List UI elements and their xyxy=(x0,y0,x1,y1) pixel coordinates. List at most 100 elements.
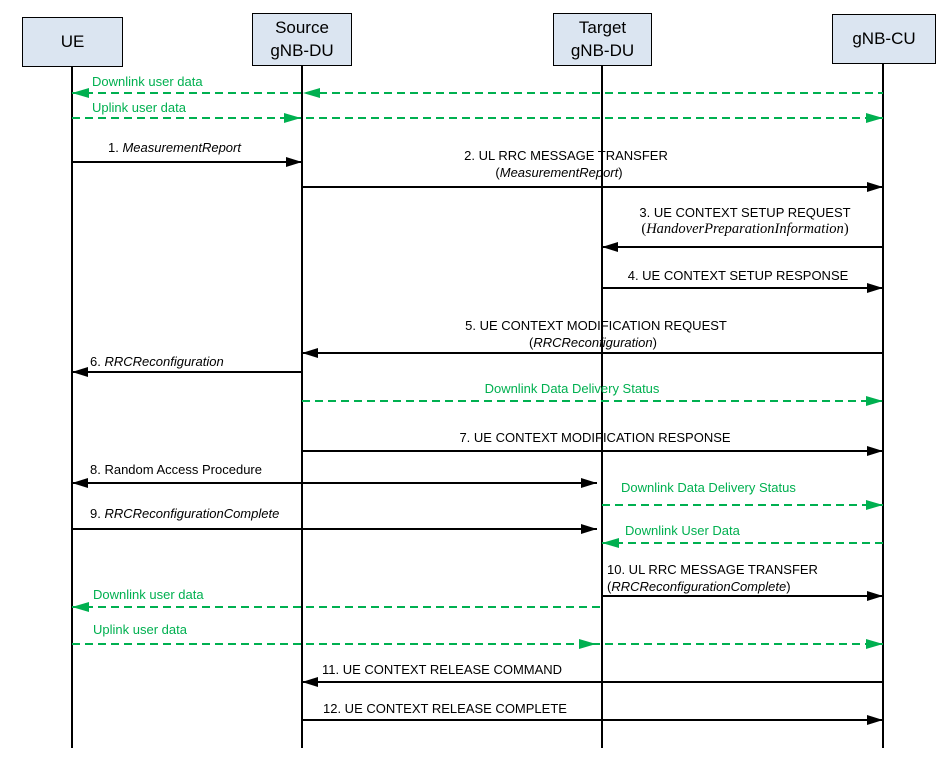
message-text: ( xyxy=(495,165,500,180)
message-line-1-measurement-report xyxy=(72,161,302,163)
message-label-12-ue-context-release-complete: 12. UE CONTEXT RELEASE COMPLETE xyxy=(323,701,567,716)
lifeline-source-gnb-du xyxy=(301,66,303,748)
message-name-italic: MeasurementReport xyxy=(499,165,619,180)
message-text: Downlink User Data xyxy=(625,523,740,538)
message-text: 8. Random Access Procedure xyxy=(90,462,262,477)
arrowhead-icon xyxy=(866,499,883,510)
message-label-downlink-data-delivery-status-2: Downlink Data Delivery Status xyxy=(621,480,796,495)
message-label-2-ul-rrc-message-transfer-param: (MeasurementReport) xyxy=(495,165,622,180)
message-text: Downlink Data Delivery Status xyxy=(621,480,796,495)
message-text: 4. UE CONTEXT SETUP RESPONSE xyxy=(627,268,849,283)
arrowhead-icon xyxy=(284,112,301,123)
arrowhead-icon xyxy=(72,366,88,377)
message-text: Downlink user data xyxy=(93,587,204,602)
message-line-2-ul-rrc-message-transfer xyxy=(302,186,883,188)
message-line-9-rrc-reconfiguration-complete xyxy=(72,528,597,530)
message-label-10-ul-rrc-message-transfer-param: (RRCReconfigurationComplete) xyxy=(607,579,791,594)
message-label-uplink-user-data-bottom: Uplink user data xyxy=(93,622,187,637)
message-text: ) xyxy=(618,165,623,180)
arrowhead-icon xyxy=(867,714,883,725)
message-label-8-random-access-procedure: 8. Random Access Procedure xyxy=(90,462,262,477)
actor-box-gnb-cu: gNB-CU xyxy=(832,14,936,64)
message-line-downlink-data-delivery-status-2 xyxy=(602,504,883,506)
message-label-1-measurement-report: 1. MeasurementReport xyxy=(108,140,241,155)
message-line-6-rrc-reconfiguration xyxy=(72,371,302,373)
actor-label: Source xyxy=(275,18,329,38)
message-label-4-ue-context-setup-response: 4. UE CONTEXT SETUP RESPONSE xyxy=(628,268,849,283)
message-line-downlink-data-delivery-status-1 xyxy=(302,400,883,402)
message-line-11-ue-context-release-command xyxy=(302,681,883,683)
message-name-italic: HandoverPreparationInformation xyxy=(646,221,844,237)
arrowhead-icon xyxy=(602,537,619,548)
message-line-12-ue-context-release-complete xyxy=(302,719,883,721)
message-name-italic: RRCReconfigurationComplete xyxy=(611,579,787,594)
message-line-7-ue-context-modification-response xyxy=(302,450,883,452)
actor-label: gNB-DU xyxy=(270,40,334,60)
arrowhead-icon xyxy=(72,601,89,612)
message-label-downlink-user-data-bottom: Downlink user data xyxy=(93,587,204,602)
arrowhead-icon xyxy=(579,638,596,649)
message-line-downlink-user-data-top xyxy=(72,92,883,94)
message-label-2-ul-rrc-message-transfer: 2. UL RRC MESSAGE TRANSFER xyxy=(464,148,668,163)
message-text: 11. UE CONTEXT RELEASE COMMAND xyxy=(322,662,563,677)
arrowhead-icon xyxy=(303,87,320,98)
arrowhead-icon xyxy=(866,638,883,649)
message-line-3-ue-context-setup-request xyxy=(602,246,883,248)
message-text: Uplink user data xyxy=(92,100,186,115)
message-text: ) xyxy=(652,335,657,350)
arrowhead-icon xyxy=(581,523,597,534)
lifeline-gnb-cu xyxy=(882,64,884,748)
message-label-7-ue-context-modification-response: 7. UE CONTEXT MODIFICATION RESPONSE xyxy=(459,430,730,445)
message-text: 9. xyxy=(90,506,105,521)
message-label-10-ul-rrc-message-transfer: 10. UL RRC MESSAGE TRANSFER xyxy=(607,562,818,577)
message-name-italic: RRCReconfigurationComplete xyxy=(104,506,280,521)
arrowhead-icon xyxy=(302,347,318,358)
actor-label: UE xyxy=(60,31,85,51)
message-text: 12. UE CONTEXT RELEASE COMPLETE xyxy=(323,701,567,716)
message-label-3-ue-context-setup-request: 3. UE CONTEXT SETUP REQUEST xyxy=(639,205,850,220)
message-text: ) xyxy=(843,221,849,237)
message-text: Downlink user data xyxy=(92,74,203,89)
lifeline-target-gnb-du xyxy=(601,66,603,748)
message-text: 6. xyxy=(90,354,105,369)
message-text: 2. UL RRC MESSAGE TRANSFER xyxy=(464,148,668,163)
message-text: 1. xyxy=(108,140,123,155)
message-line-uplink-user-data-top xyxy=(72,117,883,119)
message-label-3-ue-context-setup-request-param: (HandoverPreparationInformation) xyxy=(641,222,848,237)
message-line-4-ue-context-setup-response xyxy=(602,287,883,289)
message-line-5-ue-context-modification-request xyxy=(302,352,883,354)
arrowhead-icon xyxy=(867,181,883,192)
message-line-uplink-user-data-bottom xyxy=(72,643,883,645)
message-label-uplink-user-data-top: Uplink user data xyxy=(92,100,186,115)
message-text: ( xyxy=(529,335,534,350)
message-label-downlink-user-data-cu-to-target: Downlink User Data xyxy=(625,523,740,538)
message-text: ( xyxy=(607,579,612,594)
message-line-8-random-access-procedure xyxy=(72,482,597,484)
lifeline-ue xyxy=(71,67,73,748)
actor-box-ue: UE xyxy=(22,17,123,67)
message-label-5-ue-context-modification-request: 5. UE CONTEXT MODIFICATION REQUEST xyxy=(465,318,727,333)
message-line-10-ul-rrc-message-transfer xyxy=(602,595,883,597)
arrowhead-icon xyxy=(602,241,618,252)
arrowhead-icon xyxy=(866,395,883,406)
actor-label: gNB-CU xyxy=(852,28,916,48)
arrowhead-icon xyxy=(867,590,883,601)
arrowhead-icon xyxy=(302,676,318,687)
message-text: Uplink user data xyxy=(93,622,187,637)
message-text: ( xyxy=(641,221,647,237)
arrowhead-icon xyxy=(286,156,302,167)
message-label-downlink-data-delivery-status-1: Downlink Data Delivery Status xyxy=(485,381,660,396)
message-name-italic: RRCReconfiguration xyxy=(104,354,224,369)
message-label-downlink-user-data-top: Downlink user data xyxy=(92,74,203,89)
message-text: 3. UE CONTEXT SETUP REQUEST xyxy=(639,205,851,220)
message-text: 7. UE CONTEXT MODIFICATION RESPONSE xyxy=(459,430,731,445)
message-label-5-ue-context-modification-request-param: (RRCReconfiguration) xyxy=(529,335,657,350)
message-text: Downlink Data Delivery Status xyxy=(484,381,660,396)
arrowhead-icon xyxy=(72,477,88,488)
message-text: 10. UL RRC MESSAGE TRANSFER xyxy=(607,562,818,577)
actor-label: Target xyxy=(578,18,627,38)
arrowhead-icon xyxy=(867,445,883,456)
